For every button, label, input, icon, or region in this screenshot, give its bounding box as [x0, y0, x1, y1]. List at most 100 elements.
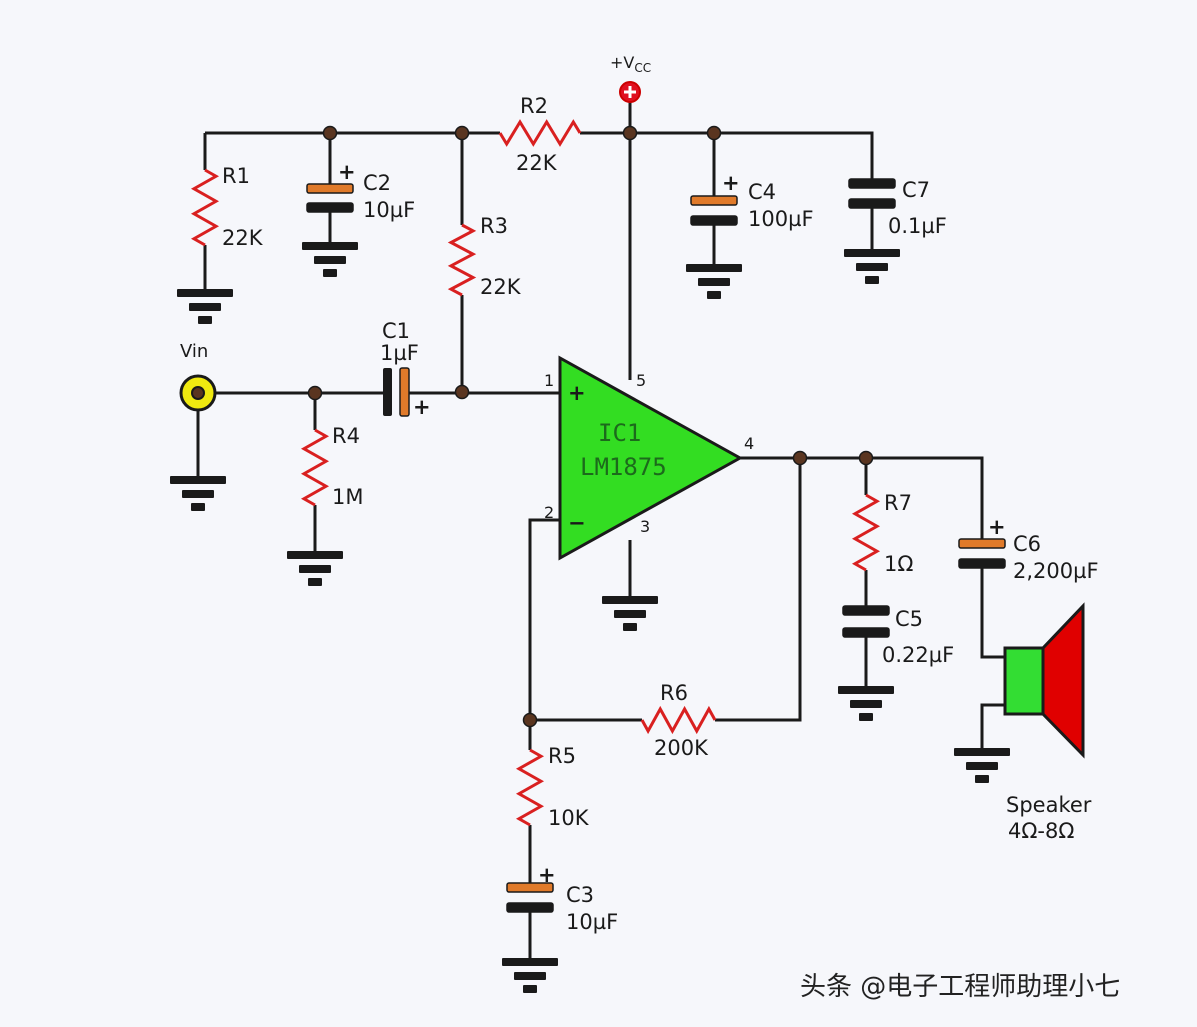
inverting-sign: − [568, 511, 586, 535]
junction-dot [322, 125, 338, 141]
capacitor-c5-value: 0.22µF [882, 643, 954, 667]
resistor-r2 [498, 119, 582, 147]
pin-4: 4 [744, 434, 754, 453]
capacitor-c6-plate-bottom [958, 558, 1006, 569]
ground-bar [302, 242, 358, 250]
junction-dot [706, 125, 722, 141]
speaker-magnet [1003, 646, 1045, 716]
resistor-r7 [851, 493, 881, 572]
plus-icon [624, 86, 636, 98]
ground-bar [523, 985, 537, 993]
junction-dot [307, 385, 323, 401]
resistor-r1-value: 22K [222, 226, 264, 250]
junction-dot [858, 450, 874, 466]
ground-bar [308, 578, 322, 586]
capacitor-c7-name: C7 [902, 178, 930, 202]
resistor-r2-name: R2 [520, 94, 548, 118]
capacitor-c2-plate-top [306, 183, 354, 194]
ground-bar [299, 565, 331, 573]
capacitor-c7-plate-bottom [848, 198, 896, 209]
junctions [307, 125, 874, 728]
resistor-r3 [447, 223, 477, 297]
ground-bar [198, 316, 212, 324]
capacitor-c7-value: 0.1µF [888, 214, 947, 238]
ground-bar [602, 596, 658, 604]
junction-dot [522, 712, 538, 728]
resistor-r5-name: R5 [548, 744, 576, 768]
junction-dot [454, 384, 470, 400]
capacitor-c1-polarity: + [413, 395, 431, 419]
capacitor-c4-polarity: + [722, 171, 740, 195]
grounds [170, 242, 1010, 993]
capacitor-c6-plate-top [958, 538, 1006, 549]
resistor-r3-value: 22K [480, 275, 522, 299]
ground-bar [314, 256, 346, 264]
capacitor-c1-plate-right [399, 367, 410, 417]
capacitor-c2-name: C2 [363, 171, 391, 195]
capacitor-c7-plate-top [848, 178, 896, 189]
pin-2: 2 [544, 503, 554, 522]
ground-bar [287, 551, 343, 559]
ground-bar [686, 264, 742, 272]
capacitor-c1-name: C1 [382, 319, 410, 343]
resistor-r5-value: 10K [548, 806, 590, 830]
pin-1: 1 [544, 371, 554, 390]
opamp-ic1 [558, 355, 744, 561]
vin-jack-center [191, 386, 205, 400]
capacitor-c5-plate-bottom [842, 627, 890, 638]
noninverting-sign: + [568, 381, 586, 405]
ic-part: LM1875 [580, 453, 667, 481]
capacitor-c6-polarity: + [988, 515, 1006, 539]
capacitor-c5-name: C5 [895, 607, 923, 631]
ground-bar [954, 748, 1010, 756]
capacitor-c4-plate-bottom [690, 215, 738, 226]
resistor-r7-value: 1Ω [884, 552, 913, 576]
vin-label: Vin [180, 341, 208, 362]
ground-bar [838, 686, 894, 694]
resistor-r4-value: 1M [332, 485, 363, 509]
ground-bar [975, 775, 989, 783]
speaker-impedance: 4Ω-8Ω [1008, 819, 1074, 843]
pin-5: 5 [636, 371, 646, 390]
capacitor-c4-value: 100µF [748, 207, 814, 231]
component-labels: R122KR222KR322KR41MR510KR6200KR71ΩC11µF+… [222, 94, 1099, 934]
capacitor-c3-plate-top [506, 882, 554, 893]
resistor-r5 [515, 748, 545, 827]
capacitor-c2-plate-bottom [306, 202, 354, 213]
ground-bar [859, 713, 873, 721]
capacitor-c2-value: 10µF [363, 198, 415, 222]
capacitors [306, 178, 1006, 913]
resistor-r7-name: R7 [884, 491, 912, 515]
resistors [190, 119, 881, 827]
capacitor-c1-plate-left [383, 368, 392, 416]
junction-dot [622, 125, 638, 141]
resistor-r6-value: 200K [654, 736, 709, 760]
ground-bar [865, 276, 879, 284]
pin-3: 3 [640, 517, 650, 536]
capacitor-c6-name: C6 [1013, 532, 1041, 556]
resistor-r6-name: R6 [660, 681, 688, 705]
ground-bar [191, 503, 205, 511]
resistor-r1-name: R1 [222, 164, 250, 188]
ground-bar [170, 476, 226, 484]
junction-dot [454, 125, 470, 141]
capacitor-c2-polarity: + [338, 160, 356, 184]
ground-bar [850, 700, 882, 708]
capacitor-c3-name: C3 [566, 883, 594, 907]
ground-bar [323, 269, 337, 277]
ground-bar [614, 610, 646, 618]
ground-bar [514, 972, 546, 980]
ground-bar [623, 623, 637, 631]
capacitor-c1-value: 1µF [380, 341, 419, 365]
capacitor-c4-name: C4 [748, 180, 776, 204]
speaker-label: Speaker [1006, 793, 1092, 817]
ic-name: IC1 [598, 419, 641, 447]
ground-bar [182, 490, 214, 498]
watermark: 头条 @电子工程师助理小七 [800, 972, 1120, 1002]
speaker-cone [1041, 602, 1085, 759]
junction-dot [792, 450, 808, 466]
ground-bar [844, 249, 900, 257]
ground-bar [707, 291, 721, 299]
